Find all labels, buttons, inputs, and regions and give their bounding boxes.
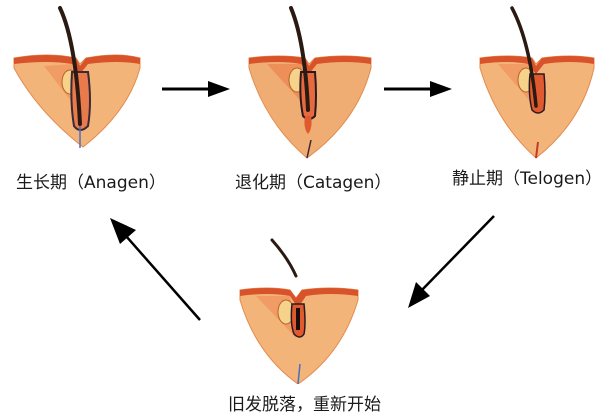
skin-cross-section-shedding <box>239 238 359 384</box>
stage-catagen-illustration <box>245 2 375 162</box>
stage-label-shedding: 旧发脱落，重新开始 <box>228 395 381 415</box>
skin-cross-section-anagen <box>13 6 141 148</box>
arrow-right-icon <box>162 81 230 97</box>
skin-cross-section-catagen <box>248 6 372 159</box>
stage-shedding-illustration <box>238 234 362 384</box>
shed-hair <box>270 238 298 278</box>
stage-label-catagen: 退化期（Catagen） <box>235 173 392 193</box>
stage-label-anagen: 生长期（Anagen） <box>16 173 166 193</box>
stage-anagen-illustration <box>8 2 148 152</box>
stage-telogen-illustration <box>478 2 598 162</box>
arrow-up-left-icon <box>110 218 201 321</box>
stage-label-telogen: 静止期（Telogen） <box>452 169 600 189</box>
skin-cross-section-telogen <box>479 6 595 159</box>
arrow-down-left-icon <box>408 215 495 308</box>
arrow-right-icon <box>384 81 452 97</box>
